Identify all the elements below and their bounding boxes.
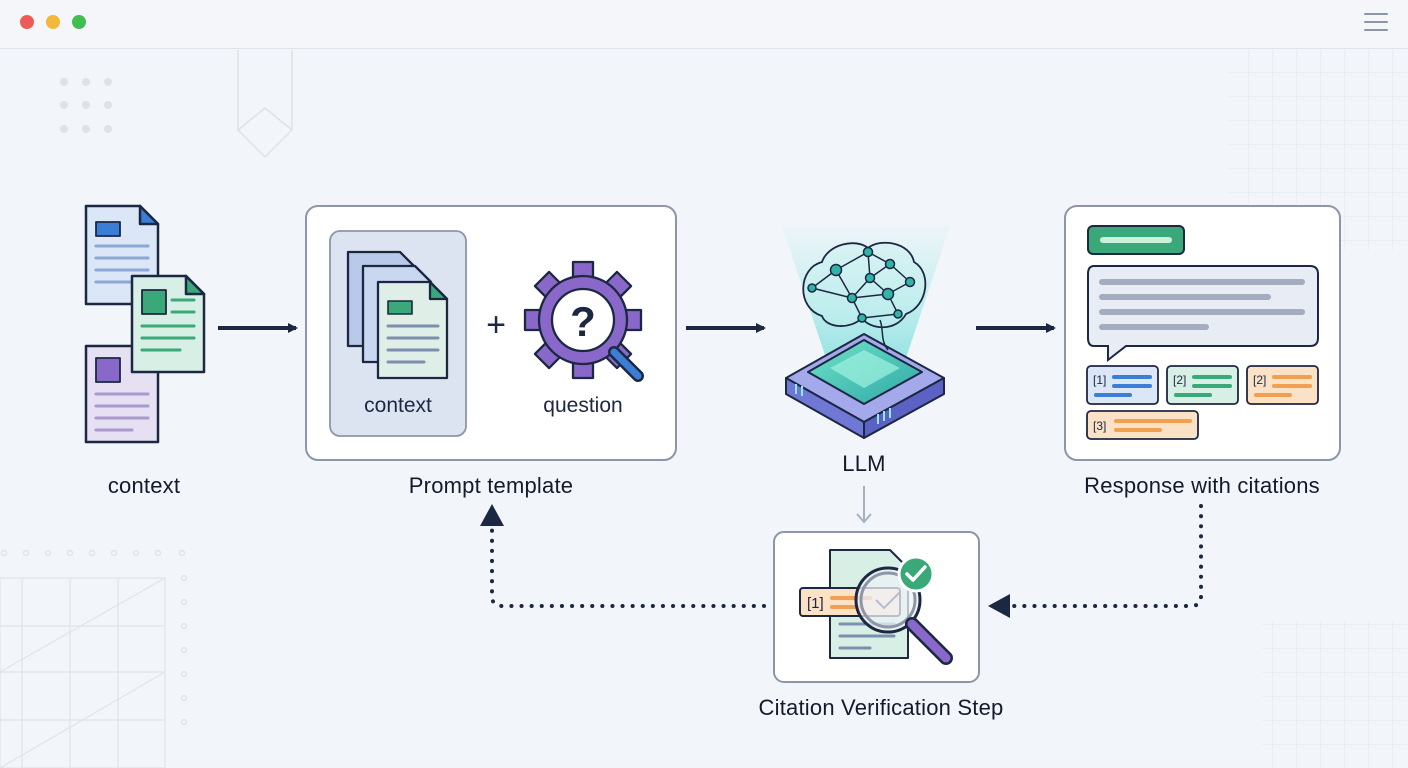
response-title: Response with citations: [1084, 473, 1320, 498]
arrow-llm-to-verification: [856, 486, 872, 524]
citation-chip: [2]: [1246, 365, 1319, 405]
maximize-window-button[interactable]: [72, 15, 86, 29]
arrowhead-to-prompt: [480, 504, 504, 526]
check-badge-icon: [897, 555, 935, 593]
verification-citation-label: [1]: [807, 595, 824, 612]
citation-chip: [1]: [1086, 365, 1159, 405]
context-stack-icon: [346, 250, 449, 380]
minimize-window-button[interactable]: [46, 15, 60, 29]
arrowhead-to-verification: [988, 594, 1010, 618]
llm-label: LLM: [842, 451, 886, 476]
context-documents-icon: [84, 204, 206, 444]
question-gear-icon: ?: [523, 260, 644, 382]
hamburger-menu-icon[interactable]: [1364, 13, 1388, 33]
svg-text:?: ?: [570, 298, 596, 345]
citation-chip-label: [2]: [1253, 373, 1266, 387]
citation-chip: [3]: [1086, 410, 1199, 440]
close-window-button[interactable]: [20, 15, 34, 29]
prompt-template-card: ?: [305, 205, 677, 461]
llm-icon: [782, 226, 950, 439]
brain-network-icon: [802, 241, 927, 351]
citation-chip: [2]: [1166, 365, 1239, 405]
window-titlebar: [0, 0, 1408, 49]
prompt-context-label: context: [364, 394, 432, 417]
citation-chip-label: [1]: [1093, 373, 1106, 387]
prompt-question-label: question: [543, 394, 622, 417]
response-card: [1] [2] [2] [3]: [1064, 205, 1341, 461]
verification-title: Citation Verification Step: [758, 695, 1004, 720]
citation-chip-label: [3]: [1093, 419, 1106, 433]
plus-sign: +: [486, 306, 506, 344]
context-label: context: [107, 473, 181, 498]
citation-chip-label: [2]: [1173, 373, 1186, 387]
feedback-loop-dotted-arrows: [490, 504, 1203, 608]
verification-card: [1]: [773, 531, 980, 683]
prompt-template-title: Prompt template: [408, 473, 574, 498]
